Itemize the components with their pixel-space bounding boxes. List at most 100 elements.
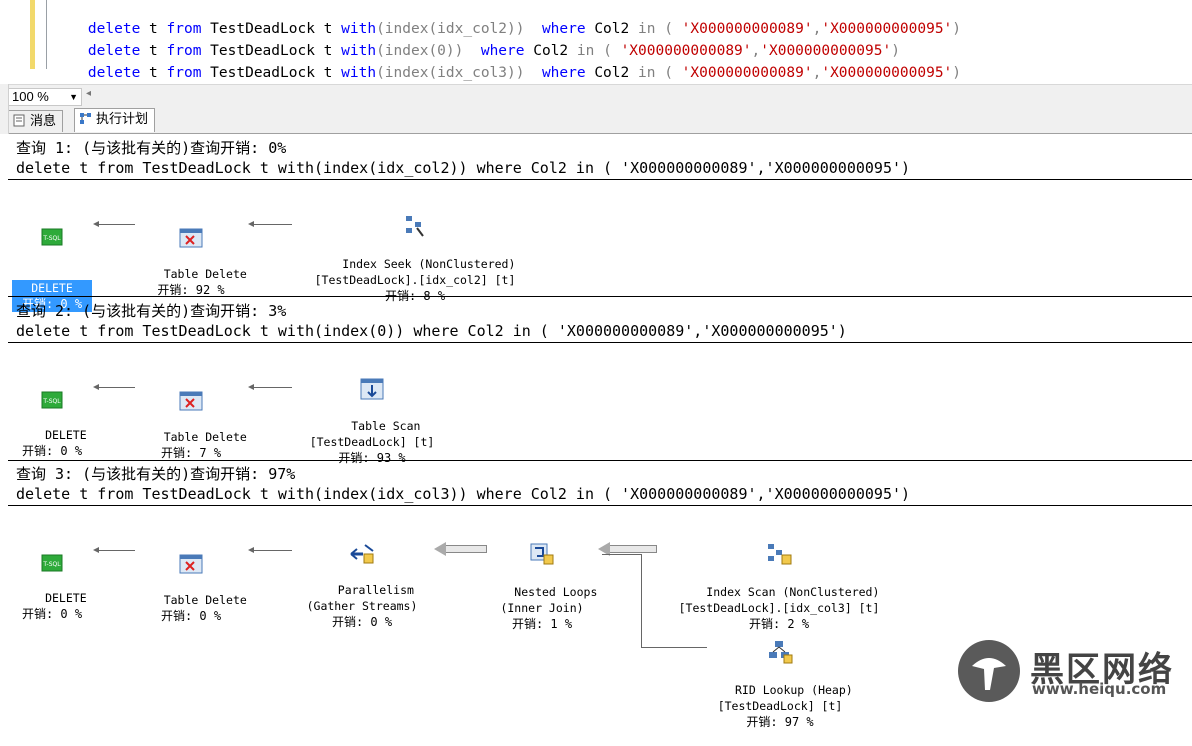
node-label: Parallelism (Gather Streams) — [306, 583, 418, 613]
query-3-title: 查询 3: (与该批有关的)查询开销: 97% — [16, 465, 296, 483]
editor-line-2: delete t from TestDeadLock t with(index(… — [87, 43, 900, 59]
table-scan-icon — [360, 378, 384, 400]
watermark-url: www.heiqu.com — [1032, 680, 1167, 698]
plan-connector — [641, 554, 642, 648]
tsql-icon: T-SQL — [41, 228, 63, 246]
node-label: Index Seek (NonClustered) [TestDeadLock]… — [314, 257, 516, 287]
plan-node-table-delete[interactable]: Table Delete 开销: 0 % — [136, 522, 247, 640]
node-label: RID Lookup (Heap) [TestDeadLock] [t] — [717, 683, 853, 713]
scroll-left-icon[interactable]: ◂ — [86, 88, 92, 99]
plan-arrow — [95, 224, 135, 225]
arrowhead — [93, 547, 99, 553]
plan-arrow — [95, 550, 135, 551]
tab-messages[interactable]: 消息 — [8, 110, 64, 132]
parallelism-icon — [350, 544, 374, 564]
execution-plan-icon — [80, 113, 91, 124]
editor-line-1: delete t from TestDeadLock t with(index(… — [87, 21, 962, 37]
plan-connector — [602, 554, 642, 555]
arrowhead — [248, 221, 254, 227]
plan-arrow — [250, 550, 292, 551]
divider — [8, 296, 1192, 297]
zoom-value: 100 % — [12, 89, 49, 104]
node-cost: 开销: 0 % — [21, 444, 83, 458]
query-3-sql: delete t from TestDeadLock t with(index(… — [16, 485, 911, 503]
plan-node-delete[interactable]: T-SQL DELETE 开销: 0 % — [12, 359, 92, 475]
arrowhead — [93, 384, 99, 390]
divider — [8, 342, 1192, 343]
query-2-title: 查询 2: (与该批有关的)查询开销: 3% — [16, 302, 287, 320]
node-cost: 开销: 93 % — [338, 451, 406, 465]
plan-node-table-delete[interactable]: Table Delete 开销: 92 % — [136, 196, 247, 314]
plan-arrow — [95, 387, 135, 388]
node-cost: 开销: 0 % — [21, 297, 83, 311]
arrowhead — [93, 221, 99, 227]
svg-text:T-SQL: T-SQL — [42, 561, 61, 568]
node-label: Index Scan (NonClustered) [TestDeadLock]… — [678, 585, 880, 615]
query-1-title: 查询 1: (与该批有关的)查询开销: 0% — [16, 139, 287, 157]
arrowhead — [598, 542, 610, 556]
editor-gutter — [0, 0, 30, 84]
sql-editor[interactable]: delete t from TestDeadLock t with(index(… — [0, 0, 1192, 84]
node-label: DELETE — [31, 281, 73, 295]
svg-text:T-SQL: T-SQL — [42, 398, 61, 405]
chevron-down-icon[interactable]: ▼ — [69, 92, 78, 102]
divider — [8, 179, 1192, 180]
arrowhead — [248, 384, 254, 390]
plan-node-table-delete[interactable]: Table Delete 开销: 7 % — [136, 359, 247, 477]
node-cost: 开销: 92 % — [157, 283, 225, 297]
node-label: Table Delete — [163, 430, 247, 444]
plan-arrow — [250, 224, 292, 225]
query-1-sql: delete t from TestDeadLock t with(index(… — [16, 159, 911, 177]
node-label: Table Scan [TestDeadLock] [t] — [309, 419, 435, 449]
change-marker-bar — [30, 0, 35, 69]
node-cost: 开销: 0 % — [160, 609, 222, 623]
node-cost: 开销: 7 % — [160, 446, 222, 460]
divider — [8, 460, 1192, 461]
watermark-title: 黑区网络 — [1030, 650, 1174, 690]
plan-node-index-seek[interactable]: Index Seek (NonClustered) [TestDeadLock]… — [292, 182, 538, 320]
plan-arrow — [250, 387, 292, 388]
plan-node-nested-loops[interactable]: Nested Loops (Inner Join) 开销: 1 % — [486, 510, 598, 648]
index-scan-icon — [768, 544, 792, 565]
watermark: 黑区网络 www.heiqu.com — [958, 640, 1188, 704]
tsql-icon: T-SQL — [41, 554, 63, 572]
plan-node-index-scan[interactable]: Index Scan (NonClustered) [TestDeadLock]… — [656, 510, 902, 648]
arrowhead — [248, 547, 254, 553]
results-tab-bar: 消息 执行计划 — [0, 108, 1192, 134]
plan-node-rid-lookup[interactable]: RID Lookup (Heap) [TestDeadLock] [t] 开销: … — [700, 608, 860, 746]
node-label: Table Delete — [163, 267, 247, 281]
index-seek-icon — [406, 216, 424, 237]
watermark-logo — [958, 640, 1020, 702]
node-cost: 开销: 97 % — [746, 715, 814, 729]
plan-node-parallelism[interactable]: Parallelism (Gather Streams) 开销: 0 % — [292, 510, 432, 646]
arrowhead — [434, 542, 446, 556]
tab-execution-plan[interactable]: 执行计划 — [74, 108, 156, 132]
table-delete-icon — [179, 554, 203, 574]
rid-lookup-icon — [769, 641, 793, 664]
tsql-icon: T-SQL — [41, 391, 63, 409]
messages-icon — [13, 114, 25, 127]
plan-thick-arrow — [446, 545, 487, 553]
node-label: Nested Loops (Inner Join) — [500, 585, 598, 615]
execution-plan-pane[interactable]: 查询 1: (与该批有关的)查询开销: 0% delete t from Tes… — [0, 134, 1192, 729]
svg-text:T-SQL: T-SQL — [42, 235, 61, 242]
node-cost: 开销: 0 % — [21, 607, 83, 621]
zoom-bar: 100 % ▼ ◂ — [0, 84, 1192, 109]
plan-connector — [641, 647, 707, 648]
query-2-sql: delete t from TestDeadLock t with(index(… — [16, 322, 847, 340]
zoom-dropdown[interactable]: 100 % ▼ — [8, 88, 82, 106]
editor-line-3: delete t from TestDeadLock t with(index(… — [87, 65, 962, 81]
plan-thick-arrow — [610, 545, 657, 553]
table-delete-icon — [179, 391, 203, 411]
divider — [8, 505, 1192, 506]
node-cost: 开销: 1 % — [511, 617, 573, 631]
node-cost: 开销: 2 % — [748, 617, 810, 631]
node-label: Table Delete — [163, 593, 247, 607]
outline-line — [46, 0, 47, 69]
node-label: DELETE — [45, 428, 87, 442]
nested-loops-icon — [530, 543, 554, 565]
plan-node-table-scan[interactable]: Table Scan [TestDeadLock] [t] 开销: 93 % — [292, 346, 452, 482]
table-delete-icon — [179, 228, 203, 248]
node-cost: 开销: 0 % — [331, 615, 393, 629]
